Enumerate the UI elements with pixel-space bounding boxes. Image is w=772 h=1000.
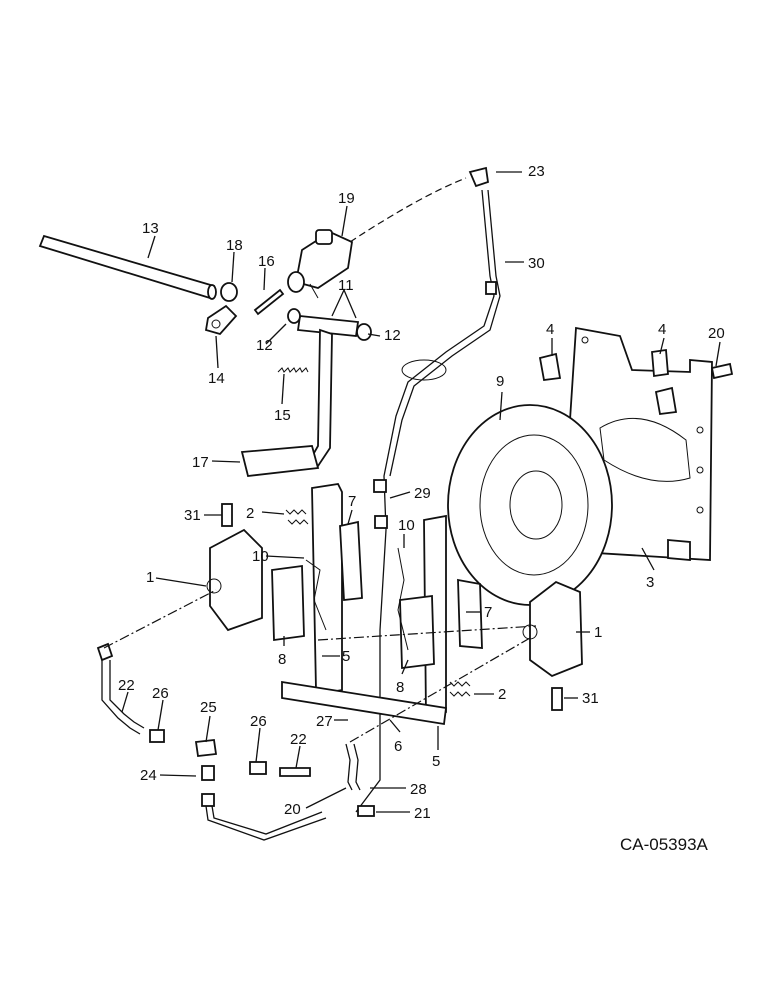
clip-left-part xyxy=(305,559,327,631)
base-plate-part xyxy=(281,680,448,726)
brake-disc-part xyxy=(447,404,613,606)
callout-1-left: 1 xyxy=(146,569,154,586)
callout-22-right: 22 xyxy=(290,731,307,748)
connection-line xyxy=(103,589,217,649)
master-cylinder-part xyxy=(287,229,353,299)
callout-27: 27 xyxy=(316,713,333,730)
connection-line xyxy=(349,177,467,243)
lower-lines-part xyxy=(96,642,375,841)
clip-small-left-part xyxy=(221,503,233,527)
callout-10-right: 10 xyxy=(398,517,415,534)
callout-26-right: 26 xyxy=(250,713,267,730)
callout-5-left: 5 xyxy=(342,648,350,665)
callout-12-left: 12 xyxy=(256,337,273,354)
callout-13: 13 xyxy=(142,220,159,237)
callout-4-left: 4 xyxy=(546,321,554,338)
pad-left-part xyxy=(271,564,305,642)
callout-17: 17 xyxy=(192,454,209,471)
pad-right-part xyxy=(399,594,435,670)
pedal-arm-part xyxy=(308,328,333,468)
caliper-right-part xyxy=(522,580,583,678)
spring-right-part xyxy=(449,681,471,697)
callout-6: 6 xyxy=(394,738,402,755)
rod-part xyxy=(38,234,217,300)
figure-code: CA-05393A xyxy=(620,835,709,854)
bracket-left-part xyxy=(339,520,363,601)
callout-16: 16 xyxy=(258,253,275,270)
callout-24: 24 xyxy=(140,767,157,784)
clevis-part xyxy=(204,304,238,336)
threaded-pin-part xyxy=(253,288,285,316)
callout-15: 15 xyxy=(274,407,291,424)
callout-23: 23 xyxy=(528,163,545,180)
pedal-pad-part xyxy=(240,445,320,477)
leader-lines xyxy=(121,171,721,813)
fitting-part xyxy=(373,479,388,529)
bracket-right-part xyxy=(457,578,483,649)
callout-20-bottom: 20 xyxy=(284,801,301,818)
callout-7-right: 7 xyxy=(484,604,492,621)
callout-8-left: 8 xyxy=(278,651,286,668)
nut-part xyxy=(220,282,238,302)
caliper-left-part xyxy=(206,528,263,632)
callout-21: 21 xyxy=(414,805,431,822)
callout-19: 19 xyxy=(338,190,355,207)
callout-26-left: 26 xyxy=(152,685,169,702)
callout-31-left: 31 xyxy=(184,507,201,524)
callout-11: 11 xyxy=(338,277,354,294)
clip-right-part xyxy=(397,547,409,651)
callout-14: 14 xyxy=(208,370,225,387)
callout-29: 29 xyxy=(414,485,431,502)
callout-2-left: 2 xyxy=(246,505,254,522)
spring-part xyxy=(277,367,309,373)
bolt-part xyxy=(710,362,734,380)
callout-12-right: 12 xyxy=(384,327,401,344)
callout-10-left: 10 xyxy=(252,548,269,565)
callout-5-right: 5 xyxy=(432,753,440,770)
callout-30: 30 xyxy=(528,255,545,272)
callout-1-right: 1 xyxy=(594,624,602,641)
connection-line xyxy=(349,637,531,743)
callout-25: 25 xyxy=(200,699,217,716)
callout-20-top: 20 xyxy=(708,325,725,342)
callout-8-right: 8 xyxy=(396,679,404,696)
spring-left-part xyxy=(285,509,309,525)
connection-line xyxy=(317,625,537,641)
callout-22-left: 22 xyxy=(118,677,135,694)
callout-3: 3 xyxy=(646,574,654,591)
callout-9: 9 xyxy=(496,373,504,390)
callout-18: 18 xyxy=(226,237,243,254)
brake-line-part xyxy=(355,166,501,813)
spacer-part xyxy=(654,386,678,415)
callout-31-right: 31 xyxy=(582,690,599,707)
callout-7-left: 7 xyxy=(348,493,356,510)
clip-small-right-part xyxy=(551,687,563,711)
callout-28: 28 xyxy=(410,781,427,798)
spacer-part xyxy=(538,352,562,381)
callout-2-right: 2 xyxy=(498,686,506,703)
callout-4-right: 4 xyxy=(658,321,666,338)
pedal-shaft-part xyxy=(287,308,372,341)
